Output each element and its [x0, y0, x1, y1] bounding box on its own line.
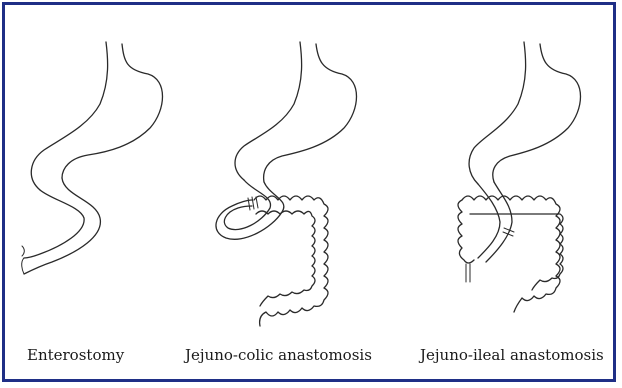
stomach-inner-outline-2 [235, 42, 302, 180]
ascending-colon-outline [458, 200, 474, 263]
stomach-outline [62, 44, 163, 178]
bowel-loop-inner [24, 190, 84, 258]
anastomosis-mark-2 [248, 197, 258, 210]
jejunum-loop-inner [224, 180, 270, 230]
stoma-mark [22, 246, 24, 256]
panel-enterostomy-drawing [22, 42, 163, 274]
ileum-stump [466, 264, 470, 282]
jejunum-limb [486, 182, 512, 262]
stomach-outline-2 [264, 44, 357, 182]
caption-jejuno-colic: Jejuno-colic anastomosis [185, 346, 372, 364]
caption-enterostomy: Enterostomy [27, 346, 124, 364]
jejunum-limb-inner [478, 184, 500, 258]
stomach-outline-3 [493, 44, 581, 182]
stomach-inner-outline [31, 42, 107, 190]
panel-jejunocolic-drawing [216, 42, 357, 326]
bowel-loop [24, 178, 100, 274]
stoma-end [22, 258, 24, 274]
panel-jejunoileal-drawing [458, 42, 581, 312]
caption-jejuno-ileal: Jejuno-ileal anastomosis [420, 346, 604, 364]
colon-inner-outline [256, 211, 315, 306]
